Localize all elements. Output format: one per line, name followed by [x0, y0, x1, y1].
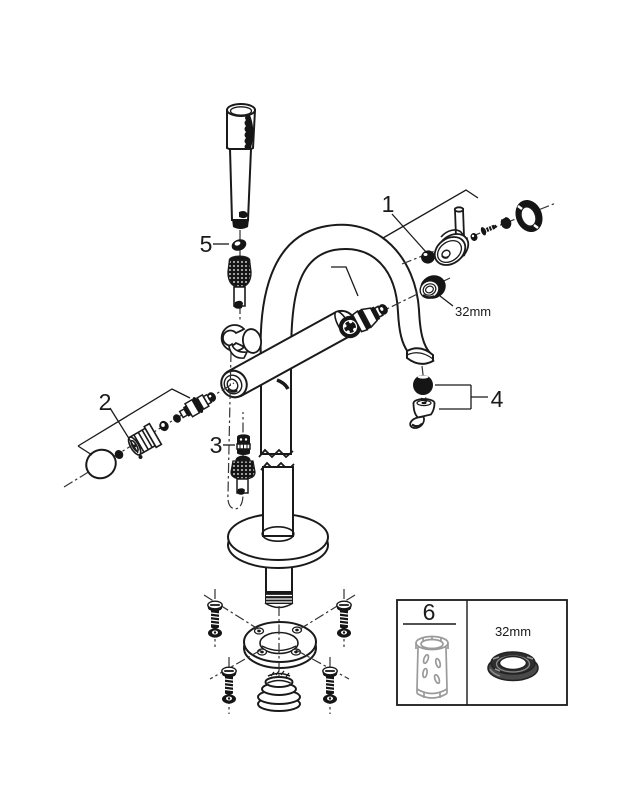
lever-rod — [454, 207, 465, 239]
handle-bell-mouth — [433, 236, 467, 266]
bracket-1 — [382, 189, 479, 239]
inset-ring-drawing — [487, 651, 539, 682]
faucet-body — [220, 223, 435, 712]
leader-32mm — [439, 295, 454, 307]
diverter-knob-group — [85, 392, 216, 480]
spout-tip — [406, 347, 434, 365]
leader-cartridge — [331, 266, 359, 297]
screw-diag-tr — [299, 594, 356, 630]
holder-sleeve — [228, 342, 249, 359]
hose-knurled-nut — [227, 259, 252, 288]
screw-diag-tl — [203, 594, 259, 630]
screw — [207, 600, 223, 629]
bracket-2 — [77, 388, 191, 456]
callout-2: 2 — [99, 389, 112, 415]
bracket-4 — [435, 384, 488, 410]
callout-5: 5 — [200, 231, 213, 257]
hand-shower-handle — [228, 148, 253, 221]
knob-collar — [127, 422, 163, 456]
callouts — [77, 189, 488, 459]
diverter-valve-cartridge — [178, 392, 216, 419]
screw-washer — [222, 694, 236, 704]
pipe-break — [258, 448, 294, 459]
handle-screw — [480, 224, 497, 236]
leader-1 — [391, 213, 427, 253]
screw-diag-br — [295, 649, 350, 680]
knob-bead — [173, 414, 181, 423]
knob-cap — [85, 448, 117, 480]
size-label-32mm: 32mm — [455, 304, 491, 319]
holder-clamp-ring — [241, 328, 263, 354]
screw-washer — [323, 694, 337, 704]
screw — [221, 666, 237, 695]
shower-holder-hook — [220, 324, 246, 352]
screw-washer — [337, 628, 351, 638]
callout-1: 1 — [382, 191, 395, 217]
leader-2 — [109, 407, 139, 454]
spray-strip — [244, 115, 254, 149]
flow-regulator-ball — [413, 375, 433, 395]
screw — [336, 600, 352, 629]
check-valve — [237, 434, 250, 444]
diverter-cartridge — [338, 304, 388, 339]
hose-loop-axis — [227, 351, 244, 510]
shower-inlet-band — [232, 219, 249, 229]
inset-box: 6 32mm — [396, 599, 568, 706]
callout-3: 3 — [210, 432, 223, 458]
base-cone — [257, 670, 301, 712]
check-valve-group — [230, 434, 256, 495]
plate-hole — [261, 525, 295, 542]
screw — [322, 666, 338, 695]
handle-washer — [470, 233, 478, 241]
callout-4: 4 — [491, 386, 504, 412]
knob-gasket — [114, 449, 124, 460]
inset-cartridge-drawing — [415, 635, 449, 699]
screw-diag-bl — [209, 649, 262, 680]
handle-group — [419, 199, 543, 299]
mousseur-body — [412, 402, 436, 419]
spout-outlet-axis — [421, 365, 427, 401]
hand-shower-group — [220, 103, 263, 359]
spout-outlet-parts — [409, 375, 436, 429]
cap-nut — [500, 217, 512, 229]
inset-size-label: 32mm — [495, 624, 531, 639]
hose-connector-knurl — [230, 460, 256, 480]
inset-callout-6: 6 — [423, 599, 436, 625]
riser-pipe-lower — [262, 466, 294, 537]
screw-washer — [208, 628, 222, 638]
o-ring-5 — [231, 239, 247, 251]
mounting-screws — [207, 600, 352, 704]
